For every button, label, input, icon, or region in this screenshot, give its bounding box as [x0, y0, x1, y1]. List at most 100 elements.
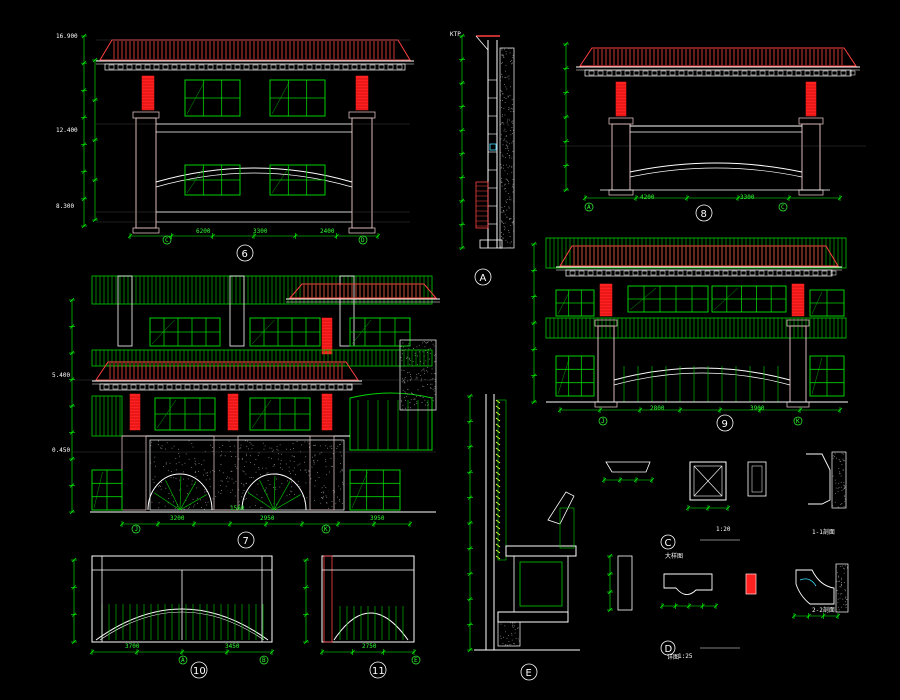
stipple-dot [174, 507, 176, 509]
stipple-dot [321, 492, 323, 493]
stipple-dot [263, 509, 265, 511]
beam-dentil [624, 70, 631, 76]
stipple-dot [509, 155, 510, 156]
stipple-dot [516, 645, 518, 646]
stipple-dot [428, 358, 430, 360]
stipple-dot [415, 378, 417, 380]
det-bracket-1 [605, 461, 651, 473]
stipple-dot [291, 481, 292, 483]
stipple-dot [844, 582, 845, 583]
stipple-dot [421, 378, 422, 380]
stipple-dot [505, 144, 507, 146]
stipple-dot [312, 456, 313, 458]
stipple-dot [279, 444, 281, 446]
stipple-dot [501, 73, 503, 75]
stipple-dot [238, 489, 240, 491]
stipple-dot [288, 466, 290, 468]
dim-vslash [531, 399, 537, 405]
stipple-dot [339, 500, 341, 502]
stipple-dot [841, 606, 842, 608]
stipple-dot [295, 474, 296, 475]
stipple-dot [407, 372, 408, 374]
stipple-dot [842, 488, 844, 490]
stipple-dot [269, 484, 271, 485]
stipple-dot [266, 493, 268, 495]
stipple-dot [343, 504, 345, 506]
stipple-dot [507, 148, 509, 149]
stipple-dot [502, 237, 504, 239]
dim-slash [700, 603, 705, 609]
stipple-dot [430, 387, 431, 389]
stipple-dot [158, 486, 159, 488]
stipple-dot [847, 598, 848, 600]
stipple-dot [845, 597, 846, 599]
stipple-dot [515, 638, 517, 639]
stipple-dot [274, 464, 275, 466]
dim-slash [191, 521, 197, 527]
stipple-dot [194, 460, 196, 462]
beam-dentil [184, 384, 191, 390]
stipple-dot [513, 99, 514, 101]
stipple-dot [325, 487, 327, 488]
beam-dentil [247, 384, 254, 390]
stipple-dot [502, 221, 503, 223]
stipple-dot [509, 165, 510, 167]
stipple-dot [506, 637, 508, 639]
stipple-dot [235, 481, 237, 482]
beam-dentil [103, 384, 110, 390]
stipple-dot [434, 361, 436, 363]
stipple-dot [212, 447, 213, 448]
stipple-dot [403, 349, 405, 351]
stipple-dot [838, 468, 840, 469]
dim-slash [617, 477, 623, 483]
stipple-dot [198, 471, 199, 472]
stipple-dot [500, 94, 501, 96]
beam-dentil [678, 70, 685, 76]
v7-base-pier [309, 435, 335, 511]
stipple-dot [403, 380, 404, 382]
stipple-dot [502, 54, 504, 56]
stipple-dot [326, 502, 328, 503]
axis-k-9: K [796, 418, 800, 425]
stipple-dot [500, 151, 502, 153]
dim-vslash [81, 223, 87, 229]
stipple-dot [423, 368, 425, 370]
stipple-dot [290, 478, 292, 479]
v9-window-lower-left [555, 355, 595, 397]
dim-slash [319, 649, 325, 655]
stipple-dot [513, 164, 515, 166]
stipple-dot [512, 151, 514, 152]
dim-slash [713, 603, 719, 609]
beam-dentil [342, 64, 349, 70]
stipple-dot [844, 488, 845, 489]
stipple-dot [512, 62, 513, 64]
stipple-dot [845, 499, 846, 501]
stipple-dot [406, 358, 407, 359]
stipple-dot [165, 487, 167, 489]
stipple-dot [224, 455, 226, 457]
stipple-dot [505, 188, 506, 189]
stipple-dot [404, 381, 406, 383]
stipple-dot [512, 185, 513, 187]
v8-beam-row [584, 69, 852, 77]
stipple-dot [423, 341, 425, 342]
stipple-dot [277, 449, 279, 451]
dim-vslash [71, 557, 77, 563]
stipple-dot [332, 490, 334, 491]
stipple-dot [504, 184, 505, 186]
stipple-dot [229, 446, 231, 447]
beam-dentil [569, 270, 576, 276]
stipple-dot [404, 391, 406, 393]
stipple-dot [323, 492, 325, 494]
stipple-dot [500, 167, 502, 169]
stipple-dot [843, 567, 844, 569]
dim-slash [134, 649, 140, 655]
stipple-dot [502, 93, 504, 95]
view-number-8: 8 [701, 209, 707, 220]
stipple-dot [512, 624, 514, 626]
stipple-dot [431, 373, 433, 375]
dim-slash [210, 233, 215, 239]
stipple-dot [839, 460, 841, 462]
se-slab [505, 545, 577, 557]
